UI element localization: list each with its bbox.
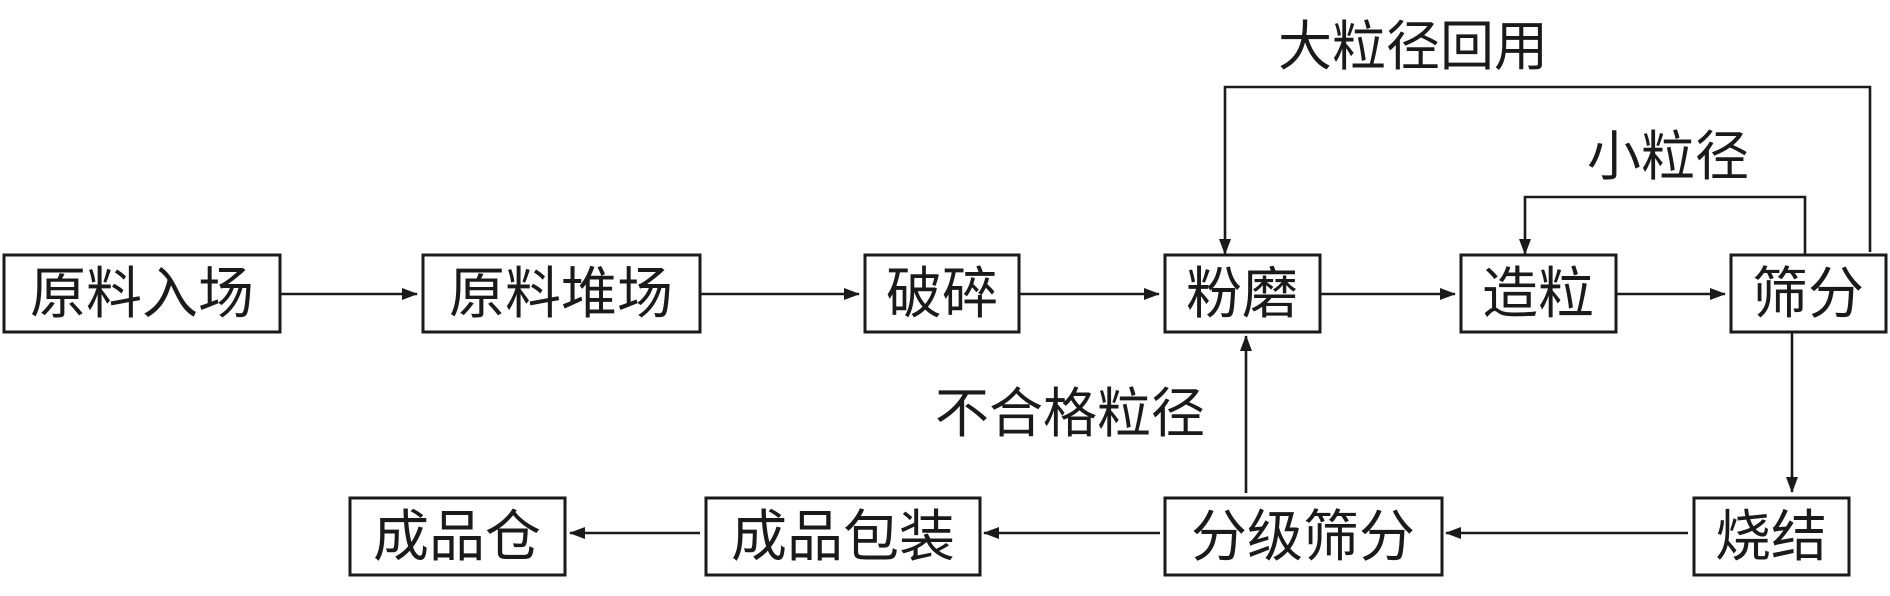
svg-text:原料堆场: 原料堆场 — [449, 262, 673, 327]
svg-text:筛分: 筛分 — [1752, 262, 1864, 327]
arrow-large-return-loop — [1219, 85, 1872, 255]
node-granulate: 造粒 — [1459, 253, 1618, 334]
svg-text:破碎: 破碎 — [886, 262, 998, 327]
svg-text:原料入场: 原料入场 — [30, 262, 254, 327]
node-screen: 筛分 — [1729, 253, 1888, 334]
svg-text:分级筛分: 分级筛分 — [1191, 505, 1415, 570]
svg-text:成品仓: 成品仓 — [373, 505, 541, 570]
node-warehouse: 成品仓 — [348, 496, 567, 577]
label-unqualified-particle: 不合格粒径 — [935, 382, 1205, 445]
node-sinter: 烧结 — [1692, 496, 1851, 577]
svg-text:烧结: 烧结 — [1715, 505, 1827, 570]
svg-text:粉磨: 粉磨 — [1186, 262, 1298, 327]
arrow-small-particle-loop — [1519, 195, 1807, 257]
node-grind: 粉磨 — [1163, 253, 1322, 334]
label-small-particle: 小粒径 — [1587, 125, 1749, 188]
svg-text:造粒: 造粒 — [1482, 262, 1594, 327]
node-pack: 成品包装 — [704, 496, 982, 577]
label-large-return: 大粒径回用 — [1278, 15, 1548, 78]
node-crush: 破碎 — [863, 253, 1021, 334]
svg-text:成品包装: 成品包装 — [731, 505, 955, 570]
node-raw-yard: 原料堆场 — [421, 253, 702, 334]
node-raw-in: 原料入场 — [2, 253, 282, 334]
node-grade-screen: 分级筛分 — [1163, 496, 1444, 577]
